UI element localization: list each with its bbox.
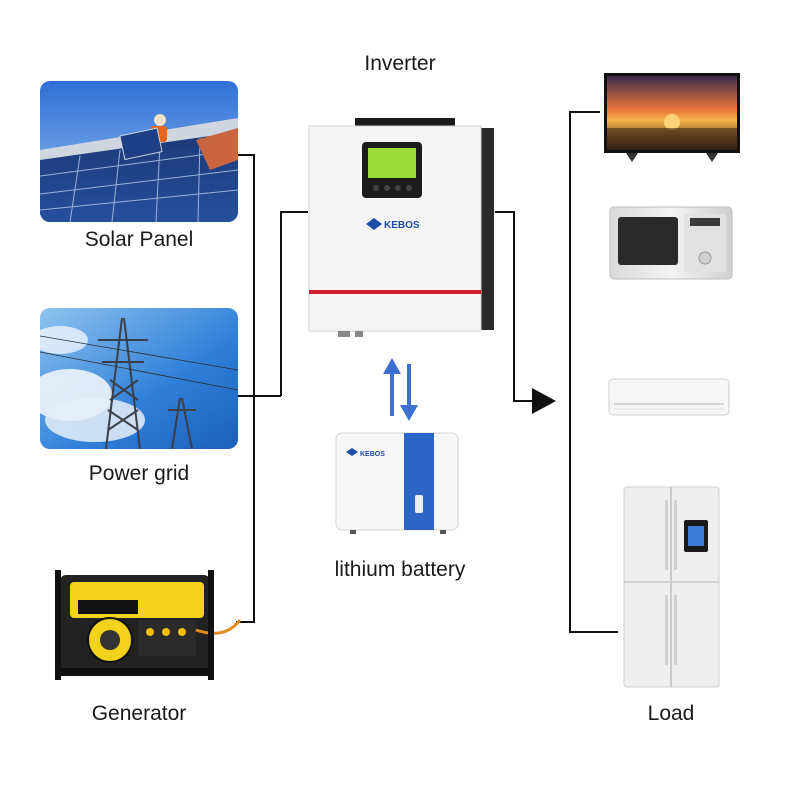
inverter-image: KEBOS xyxy=(308,118,494,337)
tv-image xyxy=(604,73,740,162)
line-inverter-out xyxy=(495,211,534,402)
battery-image: KEBOS xyxy=(335,432,459,534)
battery-arrows-icon xyxy=(383,358,418,421)
solar-panel-photo xyxy=(40,81,238,222)
battery-brand: KEBOS xyxy=(360,451,385,458)
load-label: Load xyxy=(647,702,695,725)
lithium-battery-label: lithium battery xyxy=(334,558,466,581)
line-loads xyxy=(569,111,618,633)
refrigerator-image xyxy=(623,486,720,688)
air-conditioner-image xyxy=(608,378,730,416)
solar-panel-label: Solar Panel xyxy=(84,228,194,251)
microwave-image xyxy=(609,206,733,280)
inverter-label: Inverter xyxy=(364,52,436,75)
line-to-inverter xyxy=(280,211,308,396)
generator-image xyxy=(55,570,242,680)
generator-label: Generator xyxy=(91,702,187,725)
connection-lines xyxy=(236,111,618,633)
power-grid-label: Power grid xyxy=(88,462,190,485)
power-grid-photo xyxy=(40,308,238,449)
arrow-to-load-icon xyxy=(532,388,556,414)
inverter-brand: KEBOS xyxy=(384,220,420,231)
line-solar xyxy=(236,154,255,623)
